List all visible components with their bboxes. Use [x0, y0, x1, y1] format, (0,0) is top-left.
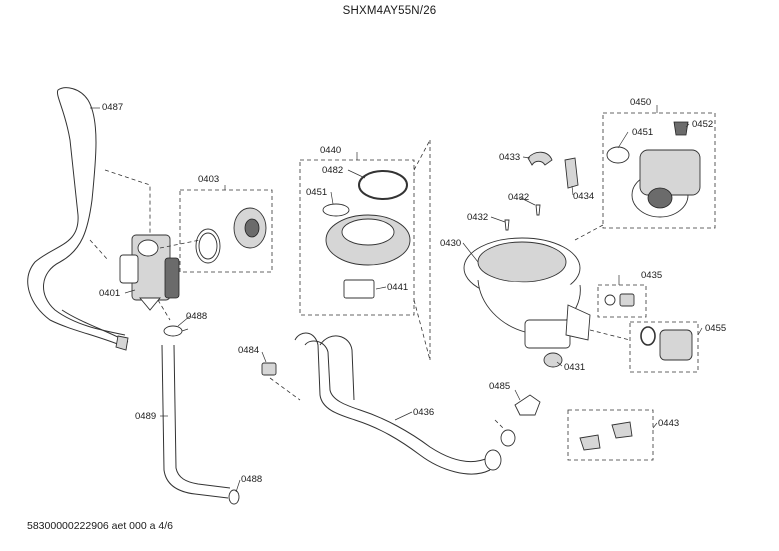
callout-0440: 0440 [320, 145, 342, 156]
hose-clamp-0488-lower [228, 489, 240, 505]
screw-0432-lower [504, 219, 510, 231]
seal-ring-0436 [500, 429, 516, 447]
assembly-guide [104, 169, 151, 250]
group-0443-box [567, 409, 654, 461]
drain-pump-0401 [119, 234, 180, 311]
callout-0403: 0403 [198, 174, 220, 185]
sensor-0435 [604, 293, 635, 307]
callout-0433: 0433 [499, 152, 521, 163]
assembly-guide [89, 239, 109, 261]
callout-0430: 0430 [440, 238, 462, 249]
clip-0451-right [606, 146, 630, 164]
filter-ring-part [195, 228, 221, 264]
callout-0401: 0401 [99, 288, 121, 299]
diagram-title: SHXM4AY55N/26 [342, 5, 437, 17]
callout-0489: 0489 [135, 411, 157, 422]
assembly-guide [413, 139, 431, 171]
hose-0489 [161, 344, 231, 499]
gasket-0482 [358, 170, 408, 200]
callout-0451-center: 0451 [306, 187, 328, 198]
circulation-hose-0436 [294, 332, 502, 475]
bracket-0443-right [611, 421, 633, 439]
callout-0487: 0487 [102, 102, 124, 113]
clip-0484 [261, 362, 277, 376]
callout-0450: 0450 [630, 97, 652, 108]
callout-0432-lower: 0432 [467, 212, 489, 223]
heater-pump-0455 [640, 326, 693, 361]
callout-0451-right: 0451 [632, 127, 654, 138]
callout-0431: 0431 [564, 362, 586, 373]
callout-0436: 0436 [413, 407, 435, 418]
callout-0441: 0441 [387, 282, 409, 293]
circulation-pump-0450 [631, 149, 701, 218]
clip-0451-center [322, 203, 350, 217]
assembly-guide [157, 299, 171, 321]
assembly-guide [413, 299, 431, 361]
callout-0488: 0488 [186, 311, 208, 322]
callout-0432: 0432 [508, 192, 530, 203]
group-0455-box [629, 321, 699, 373]
callout-0452: 0452 [692, 119, 714, 130]
bracket-0443-left [579, 434, 601, 451]
callout-0435: 0435 [641, 270, 663, 281]
callout-0434: 0434 [573, 191, 595, 202]
callout-0484: 0484 [238, 345, 260, 356]
heater-0441 [325, 214, 411, 299]
bracket-0434 [564, 157, 579, 189]
group-0435-box [597, 284, 647, 318]
leader-lines [90, 107, 703, 493]
callout-0482: 0482 [322, 165, 344, 176]
drain-hose-0487 [27, 87, 129, 351]
assembly-guide [589, 329, 631, 341]
document-footer: 58300000222906 aet 000 a 4/6 [27, 520, 173, 532]
valve-0431 [543, 352, 563, 368]
sump-0430 [463, 237, 591, 349]
clip-0452 [673, 121, 689, 136]
callout-0488-lower: 0488 [241, 474, 263, 485]
filter-disc-part [233, 207, 267, 249]
callout-0455: 0455 [705, 323, 727, 334]
assembly-guide [574, 224, 604, 241]
clip-0433 [527, 151, 553, 166]
callout-0443: 0443 [658, 418, 680, 429]
screw-0432 [535, 204, 541, 216]
assembly-guide [269, 377, 301, 401]
group-0403-box [179, 189, 273, 273]
assembly-guide [494, 419, 506, 431]
callout-0485: 0485 [489, 381, 511, 392]
hose-clamp-0488 [163, 325, 189, 337]
clip-0485 [514, 394, 541, 416]
group-0450-box [602, 112, 716, 229]
